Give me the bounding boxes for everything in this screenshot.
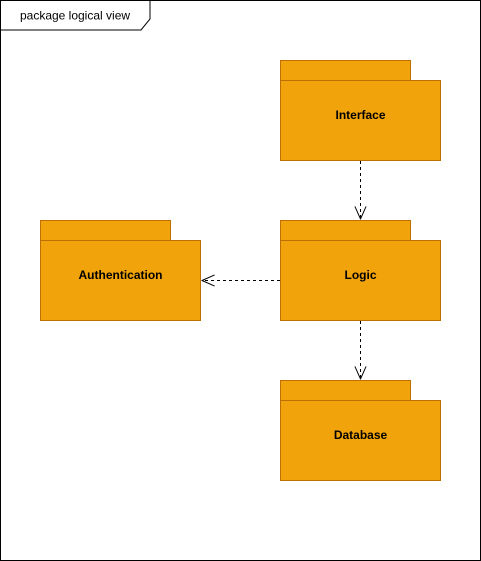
package-label: Authentication — [79, 268, 163, 282]
package-tab — [280, 380, 411, 401]
package-interface[interactable]: Interface — [280, 60, 441, 161]
package-database[interactable]: Database — [280, 380, 441, 481]
package-label: Database — [334, 428, 388, 442]
package-tab — [40, 220, 171, 241]
frame-title: package logical view — [20, 9, 130, 23]
frame-title-tab — [0, 0, 151, 31]
package-label: Logic — [345, 268, 377, 282]
package-body — [280, 80, 441, 161]
package-body — [280, 240, 441, 321]
package-body — [280, 400, 441, 481]
package-authentication[interactable]: Authentication — [40, 220, 201, 321]
package-body — [40, 240, 201, 321]
package-tab — [280, 60, 411, 81]
package-logic[interactable]: Logic — [280, 220, 441, 321]
package-tab — [280, 220, 411, 241]
package-label: Interface — [335, 108, 385, 122]
